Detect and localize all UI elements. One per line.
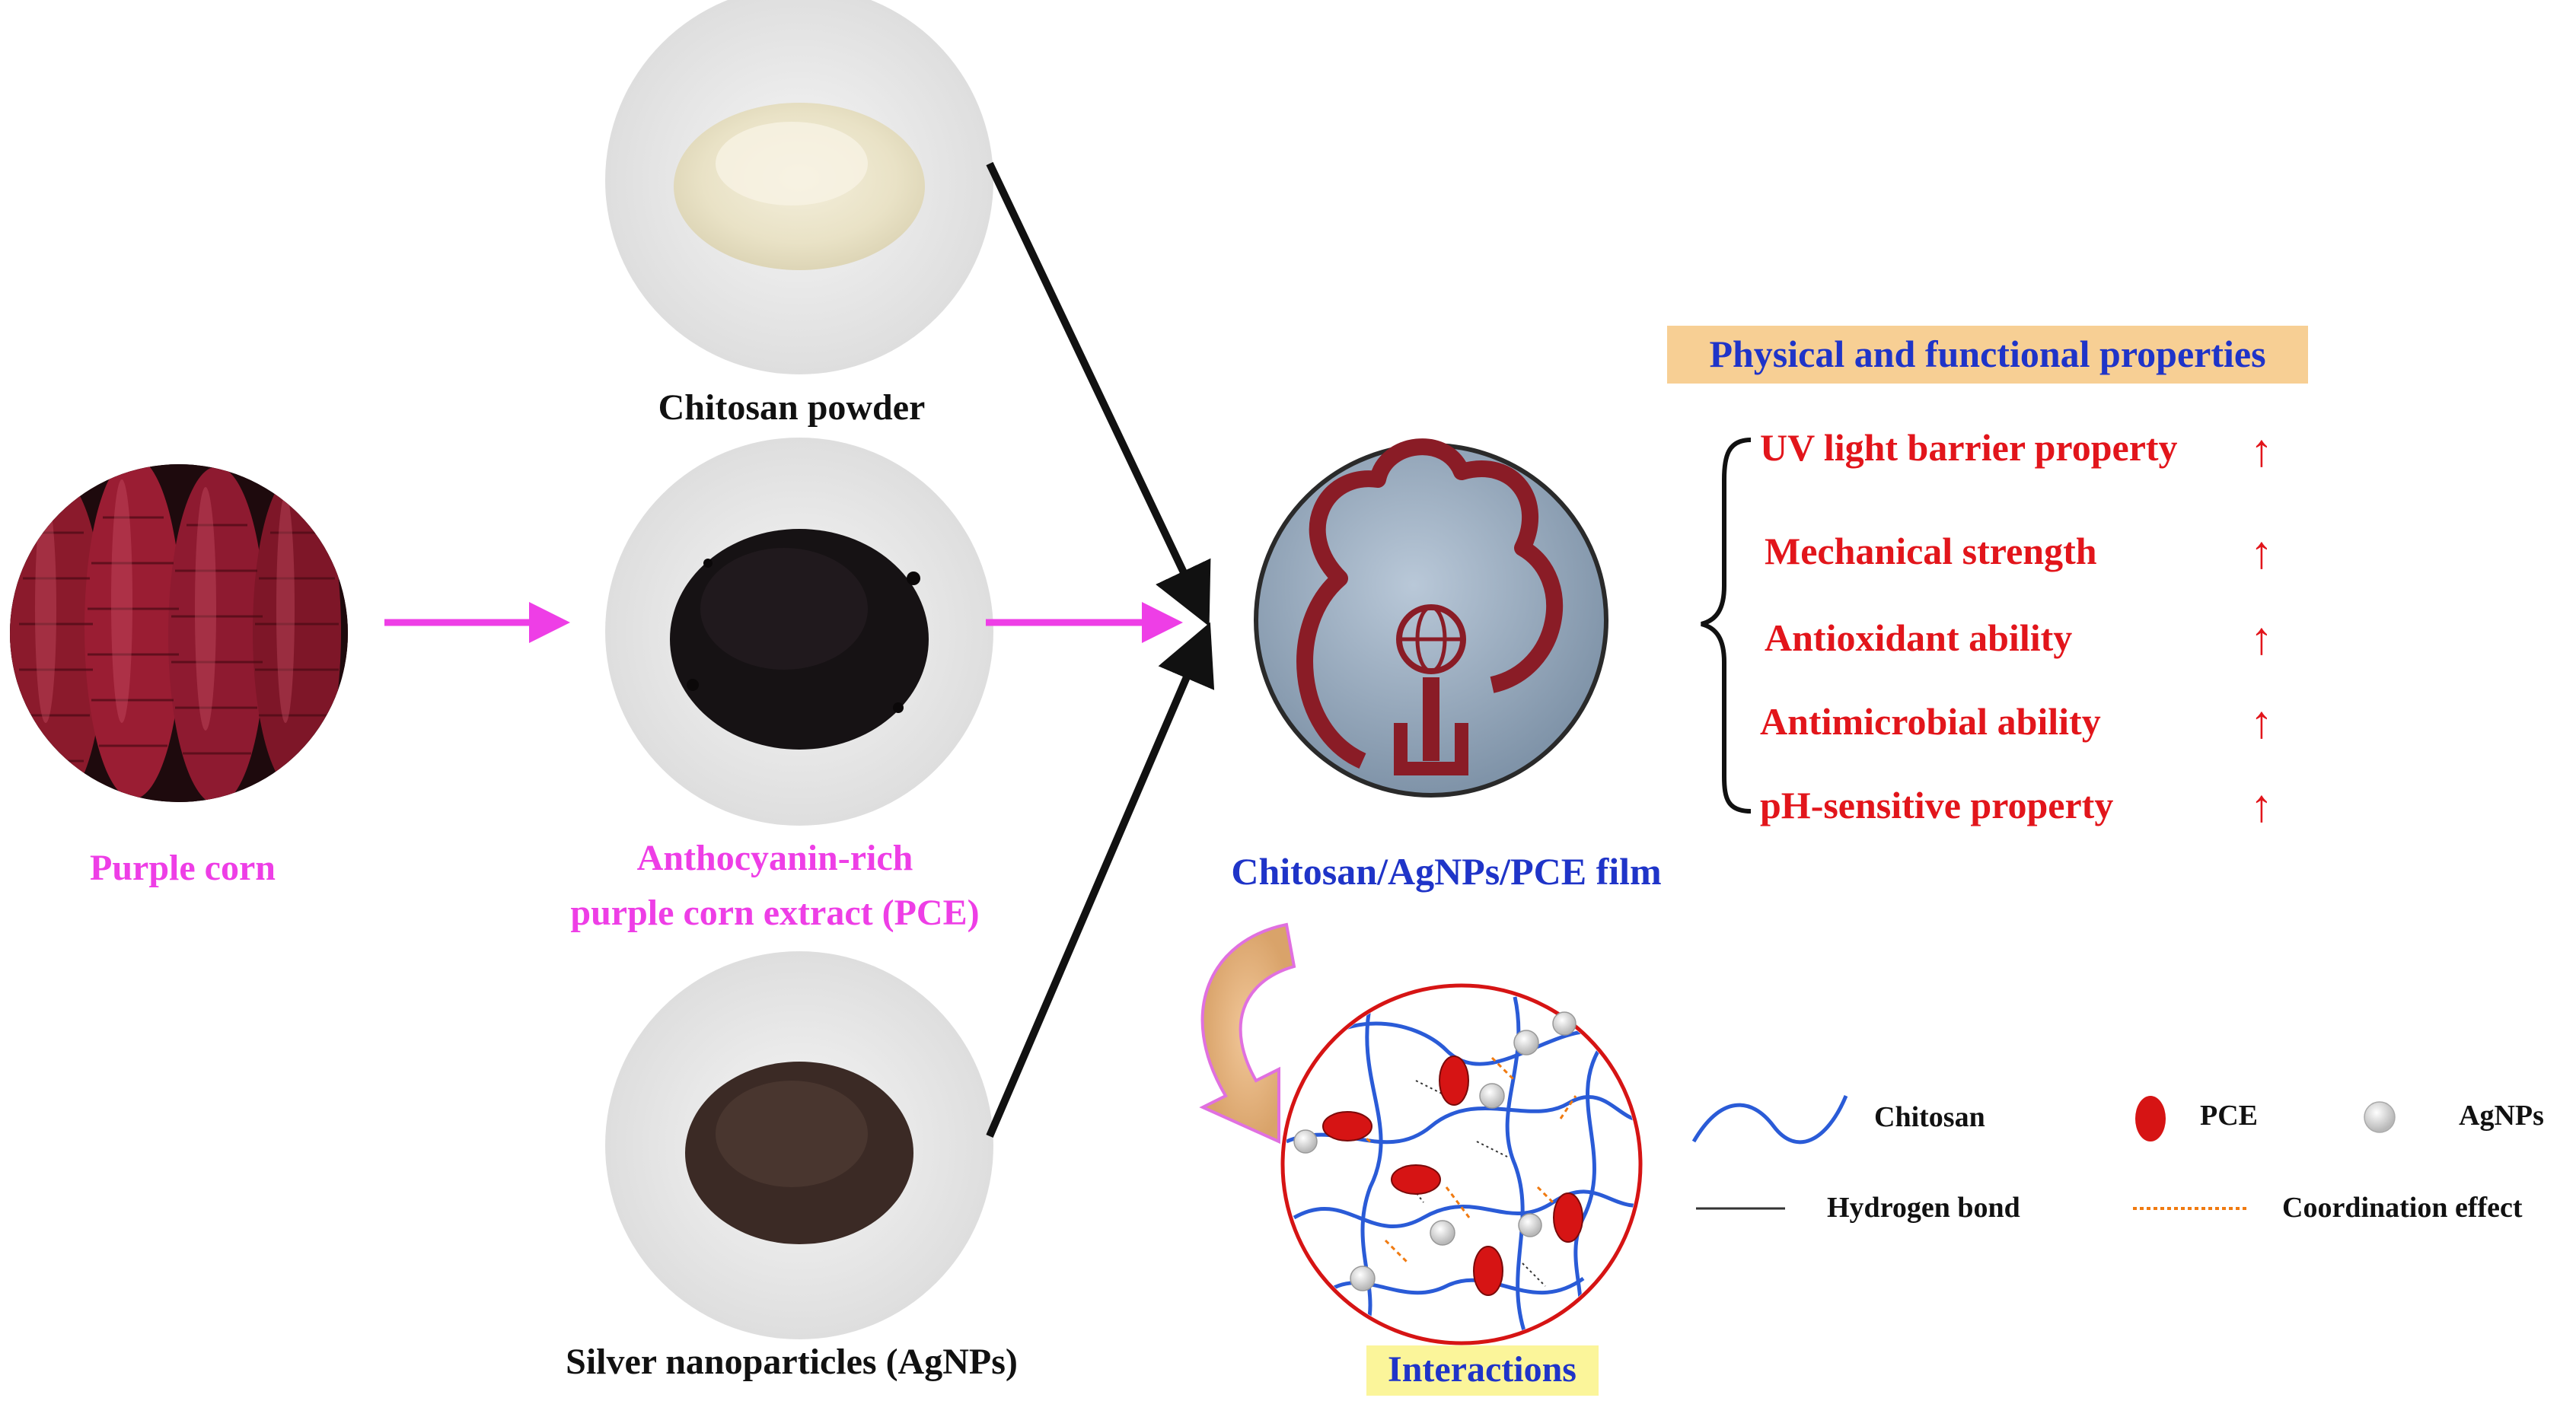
interactions-highlight xyxy=(1366,1345,1599,1396)
property-item: Antimicrobial ability xyxy=(1760,700,2101,743)
interactions-diagram xyxy=(1280,983,1643,1345)
agnps-powder-image xyxy=(605,951,993,1339)
legend-chitosan-swatch xyxy=(1691,1095,1848,1145)
up-arrow-icon: ↑ xyxy=(2250,697,2273,747)
purple-corn-label: Purple corn xyxy=(90,848,276,888)
globe-icon xyxy=(1396,604,1466,674)
agnps-label: Silver nanoparticles (AgNPs) xyxy=(566,1342,1018,1382)
up-arrow-icon: ↑ xyxy=(2250,527,2273,578)
legend-agnps-swatch xyxy=(2364,1101,2396,1133)
film-image xyxy=(1254,438,1608,798)
purple-corn-image xyxy=(10,464,348,802)
up-arrow-icon: ↑ xyxy=(2250,425,2273,476)
film-label: Chitosan/AgNPs/PCE film xyxy=(1231,850,1662,893)
pce-powder-image xyxy=(605,438,993,826)
curved-arrow xyxy=(1199,922,1296,1145)
property-bracket xyxy=(1701,438,1752,814)
property-item: pH-sensitive property xyxy=(1760,784,2114,826)
agnp-particle xyxy=(1513,1030,1539,1056)
property-item: UV light barrier property xyxy=(1760,426,2178,469)
chitosan-powder-image xyxy=(605,0,993,374)
agnp-particle xyxy=(1518,1213,1542,1237)
interactions-label: Interactions xyxy=(1388,1349,1577,1390)
legend-pce-label: PCE xyxy=(2200,1100,2258,1132)
arrow-chitosan-to-film xyxy=(986,161,1211,627)
pce-particle xyxy=(1439,1056,1469,1106)
pce-particle xyxy=(1391,1164,1441,1195)
legend-pce-swatch xyxy=(2135,1096,2166,1141)
arrow-agnps-to-film xyxy=(986,622,1215,1138)
agnp-particle xyxy=(1479,1083,1505,1109)
up-arrow-icon: ↑ xyxy=(2250,781,2273,831)
pce-label-line2: purple corn extract (PCE) xyxy=(570,893,980,933)
legend-chitosan-label: Chitosan xyxy=(1874,1101,1985,1133)
agnp-particle xyxy=(1552,1011,1577,1036)
legend-coordination-label: Coordination effect xyxy=(2282,1192,2523,1224)
properties-header-highlight xyxy=(1667,326,2308,384)
pce-label-line1: Anthocyanin-rich xyxy=(636,838,913,878)
property-item: Mechanical strength xyxy=(1765,530,2097,572)
agnp-particle xyxy=(1350,1266,1376,1291)
legend-hydrogen-bond-label: Hydrogen bond xyxy=(1827,1192,2020,1224)
pce-particle xyxy=(1322,1111,1372,1141)
agnp-particle xyxy=(1430,1220,1455,1246)
legend-agnps-label: AgNPs xyxy=(2459,1100,2544,1132)
pce-particle xyxy=(1553,1192,1583,1243)
chitosan-powder-label: Chitosan powder xyxy=(658,387,926,428)
properties-header: Physical and functional properties xyxy=(1709,333,2266,375)
up-arrow-icon: ↑ xyxy=(2250,613,2273,664)
agnp-particle xyxy=(1293,1129,1318,1154)
pce-particle xyxy=(1473,1246,1503,1296)
property-item: Antioxidant ability xyxy=(1765,616,2073,659)
